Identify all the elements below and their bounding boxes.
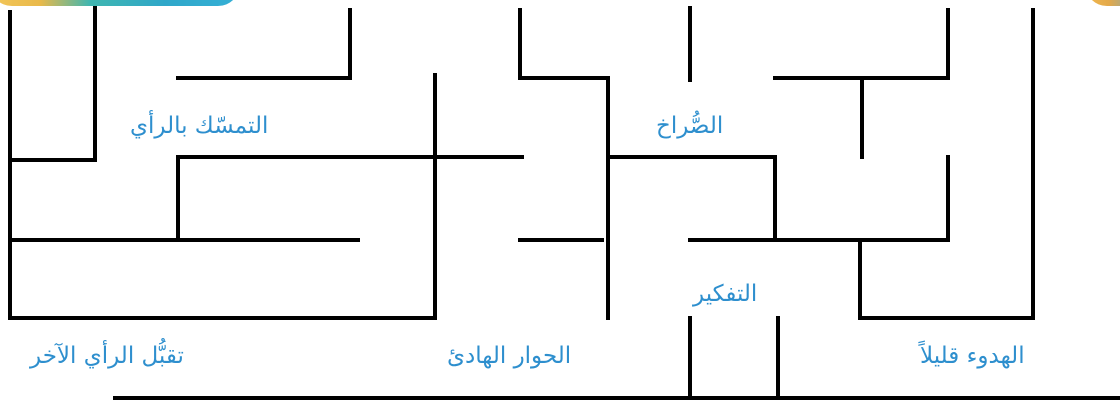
maze-label-thinking: التفكير — [693, 283, 757, 306]
maze-label-accept-other-opinion: تقبُّل الرأي الآخر — [30, 345, 184, 368]
maze-label-holding-opinion: التمسّك بالرأي — [130, 115, 268, 138]
maze-label-calm-dialogue: الحوار الهادئ — [447, 345, 571, 368]
maze-label-calm-a-little: الهدوء قليلاً — [920, 345, 1025, 368]
maze-label-shouting: الصُّراخ — [656, 115, 723, 138]
